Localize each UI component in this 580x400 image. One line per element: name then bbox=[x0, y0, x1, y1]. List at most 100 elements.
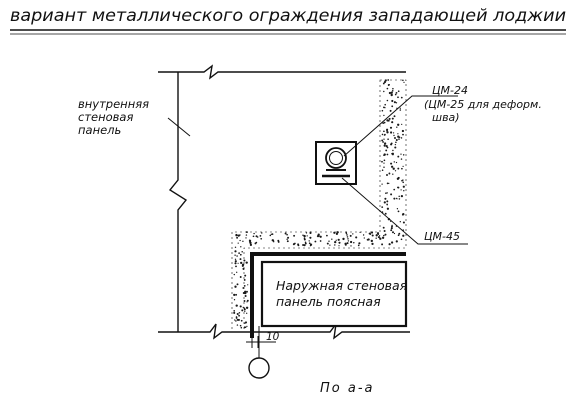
stipple-dot bbox=[395, 141, 397, 144]
inner-panel-label-2: стеновая bbox=[78, 110, 133, 124]
stipple-dot bbox=[255, 235, 258, 238]
stipple-dot bbox=[346, 234, 348, 236]
stipple-dot bbox=[396, 208, 399, 210]
stipple-dot bbox=[363, 237, 365, 239]
stipple-dot bbox=[388, 243, 391, 246]
stipple-dot bbox=[397, 90, 400, 93]
stipple-dot bbox=[392, 132, 395, 134]
stipple-dot bbox=[388, 182, 390, 185]
stipple-dot bbox=[387, 138, 389, 140]
stipple-dot bbox=[398, 136, 401, 139]
stipple-dot bbox=[273, 241, 275, 243]
stipple-dots bbox=[233, 79, 405, 329]
stipple-dot bbox=[383, 106, 385, 109]
stipple-dot bbox=[309, 245, 312, 247]
stipple-dot bbox=[402, 185, 405, 188]
stipple-dot bbox=[383, 162, 385, 164]
stipple-dot bbox=[395, 161, 398, 164]
stipple-dot bbox=[390, 162, 393, 165]
stipple-dot bbox=[246, 290, 248, 293]
stipple-dot bbox=[314, 240, 317, 243]
stipple-dot bbox=[400, 189, 402, 191]
stipple-dot bbox=[378, 235, 381, 237]
stipple-dot bbox=[349, 240, 353, 244]
stipple-dot bbox=[236, 271, 238, 273]
stipple-dot bbox=[395, 92, 398, 94]
stipple-dot bbox=[240, 261, 243, 265]
stipple-dot bbox=[234, 260, 237, 263]
stipple-dot bbox=[384, 212, 387, 215]
stipple-dot bbox=[386, 99, 389, 102]
stipple-dot bbox=[395, 102, 398, 104]
stipple-dot bbox=[396, 126, 398, 128]
stipple-dot bbox=[383, 90, 385, 93]
stipple-dot bbox=[302, 234, 304, 236]
stipple-dot bbox=[294, 242, 296, 245]
stipple-dot bbox=[353, 241, 355, 244]
stipple-dot bbox=[243, 326, 246, 329]
stipple-dot bbox=[319, 235, 322, 238]
stipple-dot bbox=[391, 224, 393, 227]
stipple-dot bbox=[244, 294, 247, 298]
stipple-dot bbox=[240, 326, 243, 329]
stipple-dot bbox=[393, 101, 396, 104]
stipple-dot bbox=[397, 234, 400, 237]
stipple-dot bbox=[392, 87, 394, 90]
stipple-dot bbox=[338, 241, 341, 244]
stipple-dot bbox=[286, 233, 288, 236]
stipple-dot bbox=[269, 234, 272, 237]
stipple-dot bbox=[234, 262, 237, 265]
stipple-dot bbox=[400, 153, 402, 155]
stipple-dot bbox=[242, 287, 245, 289]
stipple-dot bbox=[309, 231, 312, 233]
stipple-dot bbox=[239, 253, 242, 256]
stipple-dot bbox=[401, 123, 403, 126]
stipple-dot bbox=[399, 109, 402, 111]
stipple-dot bbox=[383, 114, 385, 117]
stipple-dot bbox=[389, 109, 392, 112]
stipple-dot bbox=[342, 237, 345, 241]
stipple-dot bbox=[334, 244, 336, 246]
stipple-dot bbox=[359, 231, 361, 234]
stipple-dot bbox=[397, 167, 400, 170]
stipple-dot bbox=[239, 324, 242, 327]
stipple-dot bbox=[239, 276, 242, 278]
stipple-dot bbox=[403, 190, 405, 192]
stipple-dot bbox=[239, 239, 241, 242]
stipple-dot bbox=[237, 242, 239, 244]
cm24-label-1: ЦМ-24 bbox=[432, 84, 468, 97]
stipple-dot bbox=[350, 245, 352, 247]
stipple-dot bbox=[335, 239, 337, 241]
stipple-dot bbox=[386, 129, 388, 132]
stipple-dot bbox=[247, 284, 249, 286]
stipple-dot bbox=[358, 242, 361, 245]
stipple-dot bbox=[318, 235, 320, 237]
stipple-dot bbox=[394, 93, 397, 96]
stipple-dot bbox=[244, 322, 246, 324]
stipple-dot bbox=[394, 137, 396, 139]
stipple-dot bbox=[386, 153, 389, 156]
stipple-dot bbox=[236, 318, 239, 321]
stipple-dot bbox=[303, 238, 306, 241]
stipple-dot bbox=[397, 123, 400, 126]
stipple-dot bbox=[308, 242, 311, 245]
stipple-dot bbox=[395, 138, 398, 142]
stipple-dot bbox=[398, 198, 401, 200]
stipple-dot bbox=[383, 130, 385, 133]
stipple-dot bbox=[246, 301, 248, 303]
stipple-dot bbox=[234, 246, 237, 248]
stipple-dot bbox=[234, 319, 236, 321]
stipple-dot bbox=[402, 221, 405, 224]
stipple-dot bbox=[385, 192, 387, 194]
drawing-title: вариант металлического ограждения запада… bbox=[10, 6, 566, 25]
stipple-dot bbox=[394, 146, 397, 149]
stipple-dot bbox=[397, 96, 399, 99]
stipple-dot bbox=[235, 316, 238, 319]
stipple-dot bbox=[390, 227, 393, 230]
stipple-dot bbox=[241, 263, 245, 266]
stipple-dot bbox=[326, 234, 328, 237]
stipple-dot bbox=[383, 159, 386, 162]
stipple-dot bbox=[235, 293, 238, 296]
stipple-dot bbox=[392, 167, 395, 170]
